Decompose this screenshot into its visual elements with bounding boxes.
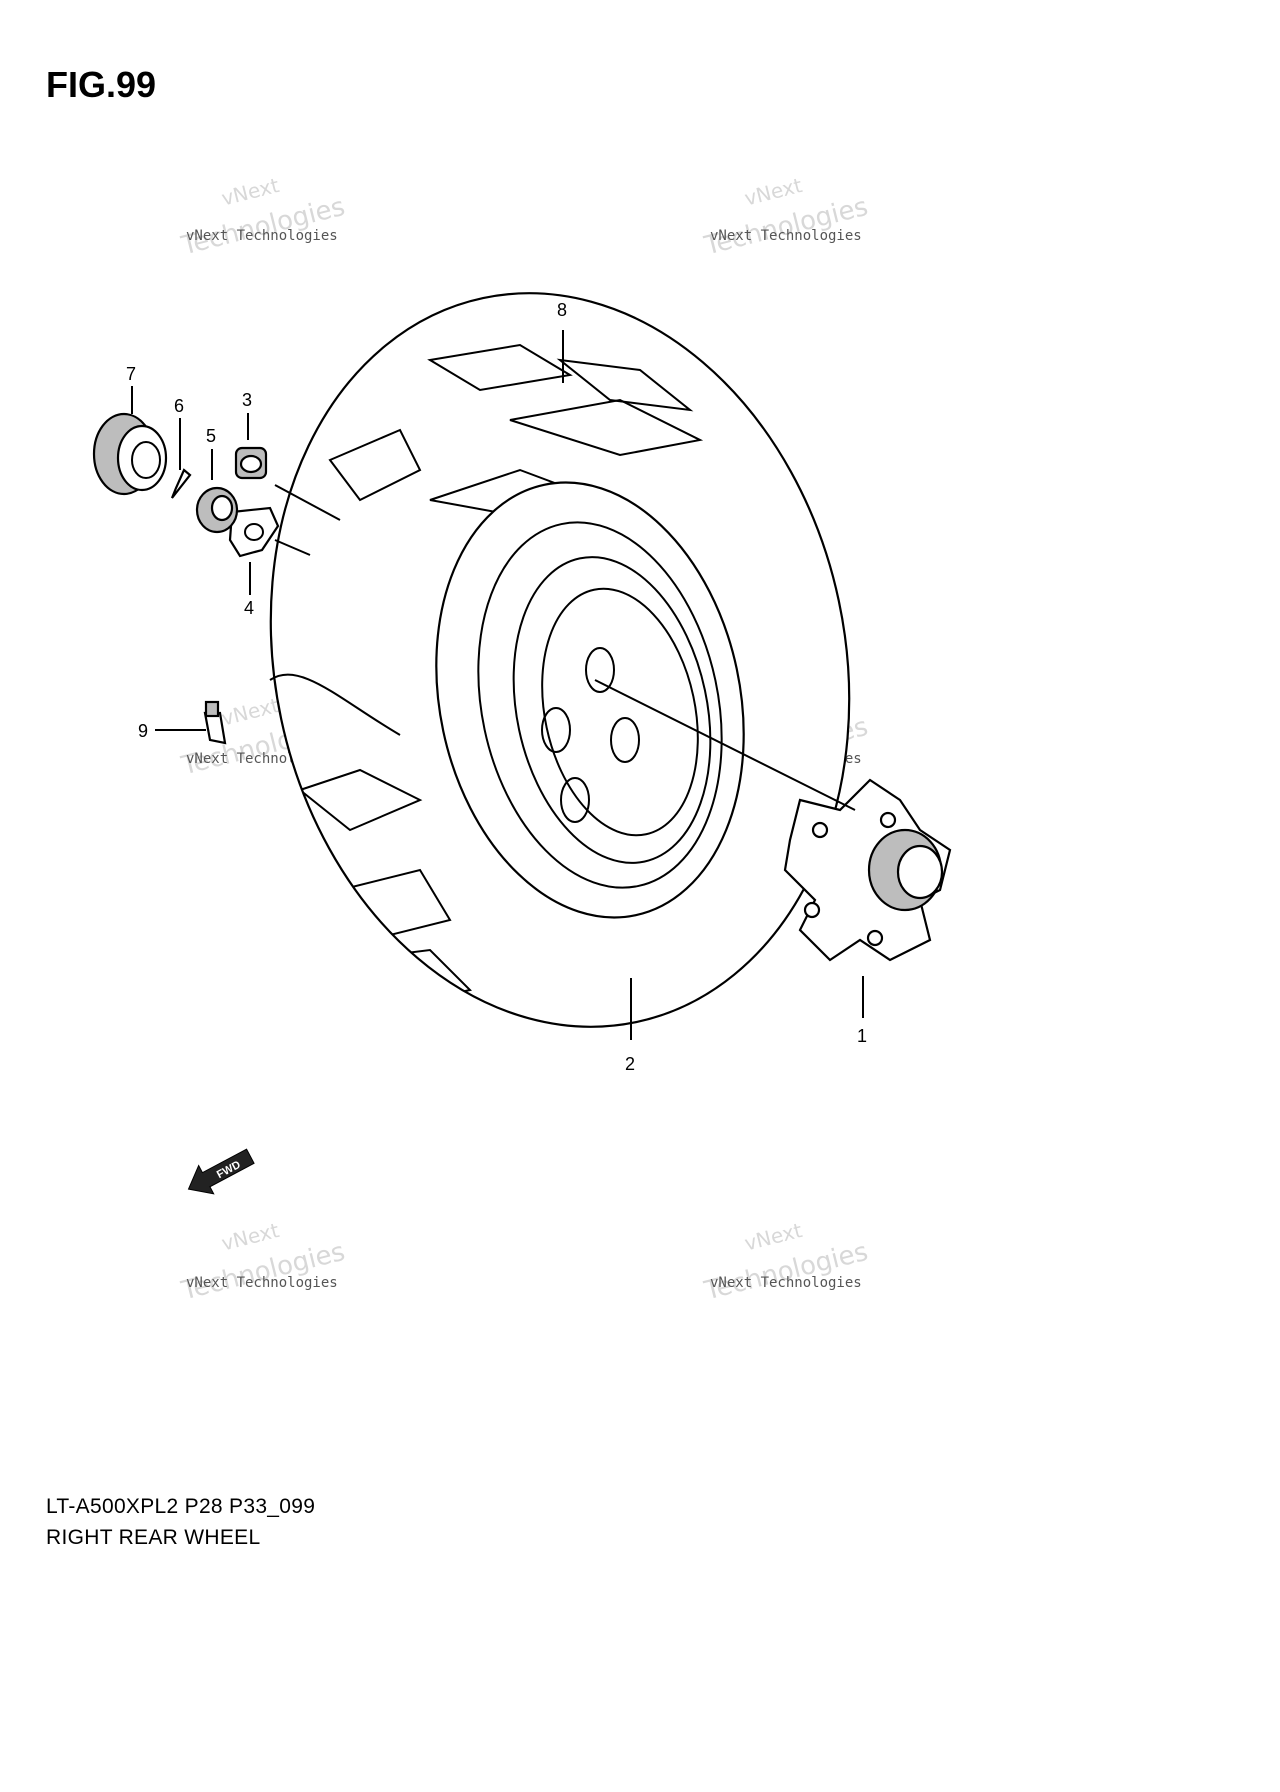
callout-1: 1: [857, 1026, 867, 1046]
leader-lines: [131, 330, 864, 1040]
watermark-large: Technologies: [701, 192, 871, 262]
callout-3: 3: [242, 390, 252, 410]
cotter-pin-part: [170, 468, 192, 499]
watermark-top: vNext: [219, 1218, 282, 1255]
watermark-small: vNext Technologies: [186, 1275, 338, 1291]
callout-4: 4: [244, 598, 254, 618]
watermark-large: Technologies: [178, 1237, 348, 1307]
callout-8: 8: [557, 300, 567, 320]
callout-9: 9: [138, 721, 148, 741]
watermark-small: vNext Technologies: [186, 228, 338, 244]
watermark-small: vNext Technologies: [710, 228, 862, 244]
valve-part: [203, 700, 227, 745]
watermark-top: vNext: [219, 173, 282, 210]
callout-2: 2: [625, 1054, 635, 1074]
watermark-top: vNext: [742, 1218, 805, 1255]
watermark-large: Technologies: [701, 1237, 871, 1307]
fwd-label: FWD: [215, 1159, 243, 1181]
callout-7: 7: [126, 364, 136, 384]
part-description-caption: RIGHT REAR WHEEL: [46, 1526, 261, 1549]
lock-washer-part: [228, 506, 280, 558]
watermark-large: Technologies: [178, 192, 348, 262]
wheel-hub-part: [783, 778, 952, 962]
hub-cap-part: [92, 412, 168, 496]
callout-5: 5: [206, 426, 216, 446]
tire-wheel: [269, 292, 851, 1028]
figure-title: FIG.99: [46, 64, 157, 105]
watermark-top: vNext: [742, 173, 805, 210]
castle-nut-part: [195, 486, 239, 534]
fwd-arrow-icon: FWD: [187, 1148, 255, 1195]
watermark-small: vNext Technologies: [710, 1275, 862, 1291]
watermark-top: vNext: [219, 693, 282, 730]
nut-part: [234, 446, 268, 480]
callout-6: 6: [174, 396, 184, 416]
model-code-caption: LT-A500XPL2 P28 P33_099: [46, 1495, 316, 1518]
callout-labels: 1 2 3 4 5 6 7 8 9: [126, 300, 867, 1074]
